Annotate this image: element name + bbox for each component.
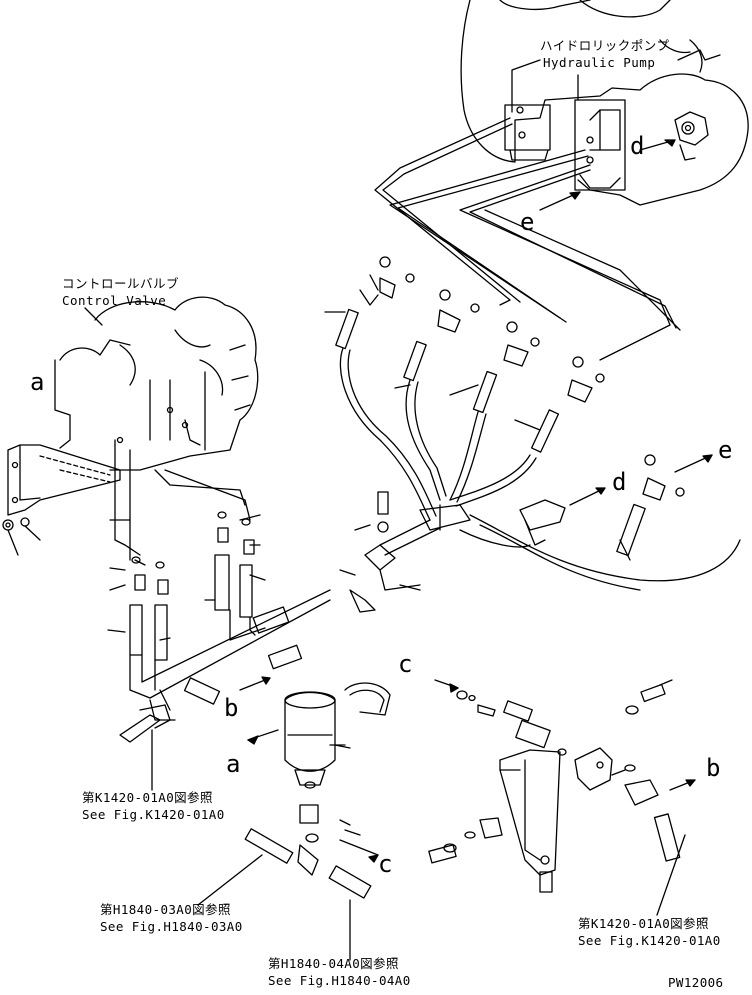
ref-k1420-left-en: See Fig.K1420-01A0 [82, 807, 225, 822]
arrow-label-a-top: a [30, 368, 45, 396]
arrow-label-b-mid: b [224, 694, 239, 722]
leader-lines [108, 312, 685, 960]
ref-h1840-03-en: See Fig.H1840-03A0 [100, 919, 243, 934]
arrow-label-d-top: d [630, 132, 645, 160]
valve-label-jp: コントロールバルブ [62, 276, 180, 291]
pump-label-en: Hydraulic Pump [543, 55, 656, 70]
arrow-label-d-mid: d [612, 468, 627, 496]
bracket-assembly [429, 680, 695, 892]
arrow-label-e-right: e [718, 436, 733, 464]
ref-h1840-04-en: See Fig.H1840-04A0 [268, 973, 411, 988]
arrow-label-c-top: c [398, 650, 413, 678]
ref-h1840-03-jp: 第H1840-03A0図参照 [100, 902, 231, 917]
control-valve [3, 297, 258, 555]
pipe-routing [375, 118, 680, 360]
figure-code: PW12006 [668, 975, 724, 990]
arrow-label-c-bottom: c [378, 850, 393, 878]
valve-label-en: Control Valve [62, 293, 167, 308]
ref-k1420-right-en: See Fig.K1420-01A0 [578, 933, 721, 948]
arrow-label-e-top: e [520, 208, 535, 236]
ref-k1420-right-jp: 第K1420-01A0図参照 [578, 916, 709, 931]
hoses [336, 257, 740, 612]
hydraulic-pump [461, 0, 748, 205]
ref-h1840-04-jp: 第H1840-04A0図参照 [268, 956, 399, 971]
pump-label-jp: ハイドロリックポンプ [540, 38, 670, 53]
arrow-label-b-right: b [706, 754, 721, 782]
ref-k1420-left-jp: 第K1420-01A0図参照 [82, 790, 213, 805]
arrow-label-a-mid: a [226, 750, 241, 778]
lower-left-fittings [115, 440, 330, 742]
filter-parts [245, 683, 390, 898]
